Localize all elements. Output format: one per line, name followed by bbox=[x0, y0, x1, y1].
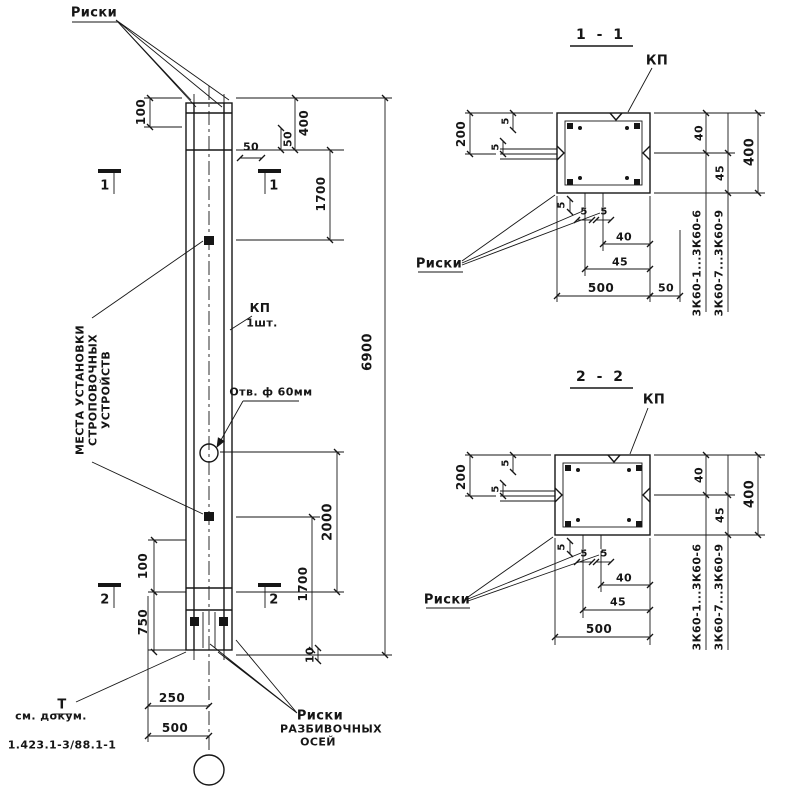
dim-40-right-s11: 40 bbox=[692, 124, 706, 142]
riski-s22-label: Риски bbox=[423, 592, 471, 608]
dim-40-right-s22: 40 bbox=[692, 466, 706, 484]
dim-500-bottom: 500 bbox=[161, 721, 189, 735]
dim-400-top: 400 bbox=[297, 109, 311, 137]
dim-10: 10 bbox=[303, 646, 317, 664]
dim-5-s22-d: 5 bbox=[580, 548, 588, 560]
riski-top-leaders bbox=[115, 19, 230, 108]
lifting-point-upper bbox=[204, 236, 214, 245]
series-s11-1: 3К60-1...3К60-6 bbox=[690, 209, 704, 317]
section-cut-1-right-label: 1 bbox=[269, 178, 279, 194]
dim-5-s22-c: 5 bbox=[556, 543, 568, 551]
doc-ref-line2: 1.423.1-3/88.1-1 bbox=[7, 738, 117, 752]
hole-label: Отв. ф 60мм bbox=[229, 385, 313, 399]
kp-elevation-label: КП bbox=[249, 301, 271, 315]
axis-circle bbox=[193, 754, 225, 786]
riski-axes-line1: Риски bbox=[296, 708, 344, 724]
series-s22-2: 3К60-7...3К60-9 bbox=[712, 543, 726, 651]
dim-45-right-s22: 45 bbox=[713, 506, 727, 524]
hole-circle bbox=[199, 443, 219, 463]
dim-40-bottom-s22: 40 bbox=[615, 571, 633, 585]
dim-100-top: 100 bbox=[134, 98, 148, 126]
kp-section-1-1-label: КП bbox=[645, 53, 669, 69]
dim-50-vertical: 50 bbox=[281, 130, 295, 148]
section-1-1-view bbox=[418, 45, 765, 312]
lifting-text-line1: МЕСТА УСТАНОВКИ bbox=[73, 324, 87, 456]
dim-500-s22: 500 bbox=[585, 622, 613, 636]
dim-200-s22: 200 bbox=[454, 463, 468, 491]
section-1-1-title: 1 - 1 bbox=[575, 27, 627, 43]
section-2-2-title: 2 - 2 bbox=[575, 369, 627, 385]
column-elevation bbox=[54, 19, 392, 786]
riski-s11-label: Риски bbox=[415, 256, 463, 272]
riski-axes-line2: РАЗБИВОЧНЫХ bbox=[279, 722, 383, 736]
series-s22-1: 3К60-1...3К60-6 bbox=[690, 543, 704, 651]
section-cut-1-left-label: 1 bbox=[100, 178, 110, 194]
kp-quantity-label: 1шт. bbox=[246, 316, 278, 330]
t-mark: Т bbox=[57, 697, 67, 713]
section-1-1-outline bbox=[556, 112, 651, 194]
dim-5-s22-b: 5 bbox=[490, 485, 502, 493]
dim-5-s11-b: 5 bbox=[490, 143, 502, 151]
dim-400-s22: 400 bbox=[742, 479, 758, 509]
dim-750: 750 bbox=[136, 608, 150, 636]
dim-2000: 2000 bbox=[320, 503, 336, 541]
lifting-text-line3: УСТРОЙСТВ bbox=[99, 350, 113, 430]
section-cut-2-left-label: 2 bbox=[100, 592, 110, 608]
dim-250: 250 bbox=[158, 691, 186, 705]
riski-top-label: Риски bbox=[70, 5, 118, 21]
kp-section-2-2-label: КП bbox=[642, 392, 666, 408]
dim-6900-overall: 6900 bbox=[360, 333, 376, 371]
doc-ref-line1: см. докум. bbox=[15, 709, 87, 723]
dim-45-bottom-s11: 45 bbox=[611, 255, 629, 269]
series-s11-2: 3К60-7...3К60-9 bbox=[712, 209, 726, 317]
section-cut-2-marks bbox=[98, 583, 281, 608]
section-2-2-outline bbox=[554, 454, 651, 536]
dim-5-s11-d: 5 bbox=[580, 206, 588, 218]
section-cut-2-right-label: 2 bbox=[269, 592, 279, 608]
dim-5-s22-e: 5 bbox=[600, 548, 608, 560]
riski-axes-line3: ОСЕЙ bbox=[300, 735, 336, 749]
dim-5-s11-c: 5 bbox=[556, 201, 568, 209]
riski-axes-leaders bbox=[209, 639, 298, 714]
dim-45-bottom-s22: 45 bbox=[609, 595, 627, 609]
dim-45-right-s11: 45 bbox=[713, 164, 727, 182]
lifting-point-lower bbox=[204, 512, 214, 521]
dim-1700-lower: 1700 bbox=[296, 566, 310, 602]
dim-100-bottom: 100 bbox=[136, 552, 150, 580]
dim-5-s22-a: 5 bbox=[500, 459, 512, 467]
section-cut-1-marks bbox=[98, 169, 281, 194]
dim-500-s11: 500 bbox=[587, 281, 615, 295]
dim-1700-upper: 1700 bbox=[314, 176, 328, 212]
dim-5-s11-e: 5 bbox=[600, 206, 608, 218]
section-2-2-view bbox=[426, 387, 765, 650]
dim-50-s11: 50 bbox=[657, 281, 675, 295]
dim-400-s11: 400 bbox=[742, 137, 758, 167]
lifting-text-line2: СТРОПОВОЧНЫХ bbox=[86, 333, 100, 447]
dim-40-bottom-s11: 40 bbox=[615, 230, 633, 244]
dim-200-s11: 200 bbox=[454, 120, 468, 148]
dim-5-s11-a: 5 bbox=[500, 117, 512, 125]
dim-50-horizontal: 50 bbox=[242, 140, 260, 154]
